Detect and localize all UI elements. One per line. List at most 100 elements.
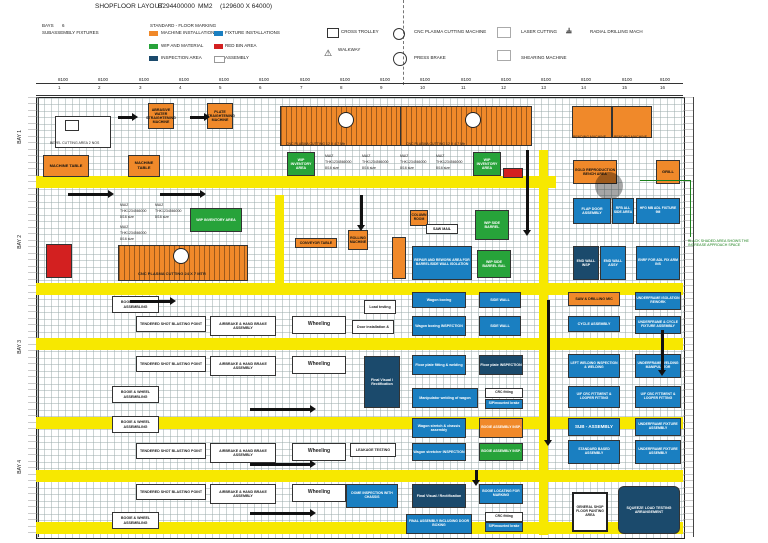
note-leader-line xyxy=(640,180,691,237)
sub-assembly[interactable]: SUB - ASSEMBLY xyxy=(568,418,620,436)
ruler-col: 2 xyxy=(98,85,101,90)
tendered-shot-blasting-1[interactable]: TENDERED SHOT BLASTING POINT xyxy=(136,316,206,332)
end-wall-insp[interactable]: END WALL INSP xyxy=(573,246,599,280)
bogie-assembly-insp-1[interactable]: BOGIE ASSEMBLY INSP. xyxy=(479,418,523,438)
machine-code: MAIZ xyxy=(155,203,164,207)
wheeling-1[interactable]: Wheeling xyxy=(292,316,346,334)
crc-fitting-2[interactable]: CRC fitting xyxy=(485,512,523,522)
ruler-col: 1 xyxy=(58,85,61,90)
load-test-label: Load testing xyxy=(369,304,391,309)
rfb2-label: HFG MB ADL FIXTURE 9M xyxy=(639,206,677,214)
floor-plate-inspection[interactable]: Floor plate INSPECTION xyxy=(479,355,523,375)
wip-inventory-3[interactable]: WIP INVENTORY AREA xyxy=(190,208,242,232)
bogie-wheel-3[interactable]: BOGIE & WHEEL ASSEMBLING xyxy=(112,416,159,433)
sip-mounted-brake[interactable]: SIP/mounted brake xyxy=(485,399,523,409)
final-assembly[interactable]: FINAL ASSEMBLY INCLUDING DOOR BOXING xyxy=(406,514,472,534)
airbrake3-label: AIRBRAKE & HAND BRAKE ASSEMBLY xyxy=(219,448,267,457)
saw-mail[interactable]: SAW MAIL xyxy=(426,224,458,234)
machine-code: THK1234566000 xyxy=(120,209,147,213)
red-bin-area-2[interactable] xyxy=(46,244,72,278)
wheeling1-label: Wheeling xyxy=(307,321,331,328)
flap-door-assembly[interactable]: FLAP DOOR ASSEMBLY xyxy=(573,198,611,224)
cnc-plasma-2[interactable] xyxy=(400,106,532,146)
repair-rework-area[interactable]: REPAIR AND REWORK AREA FOR BARREL/SIDE W… xyxy=(412,246,472,280)
end-wall3-label: ENRF FOR ADL FIX ARM INS xyxy=(638,258,678,266)
dome-inspection[interactable]: DOME INSPECTION WITH CHASSIS xyxy=(346,484,398,508)
red-bin-area-1[interactable] xyxy=(503,168,523,178)
floor-plate-fitting[interactable]: Floor plate fitting & welding xyxy=(412,355,466,375)
leakage-testing[interactable]: LEAKAGE TESTING xyxy=(350,443,396,457)
end-wall-assy[interactable]: END WALL ASSY xyxy=(600,246,626,280)
wheeling-4[interactable]: Wheeling xyxy=(292,484,346,502)
sip-mounted-brake-2[interactable]: SIP/mounted brake xyxy=(485,522,523,532)
saw-drilling[interactable]: SAW & DRILLING MIC xyxy=(568,292,620,306)
enrf-fixture[interactable]: ENRF FOR ADL FIX ARM INS xyxy=(636,246,680,280)
bogie-wheel-4[interactable]: BOGIE & WHEEL ASSEMBLING xyxy=(112,512,159,529)
wip-side-barrel-2[interactable]: WIP SIDE BARREL BAL xyxy=(477,250,511,278)
wip-inventory-1[interactable]: WIP INVENTORY AREA xyxy=(287,152,315,176)
wagon-stretcher-inspection[interactable]: Wagon stretcher INSPECTION xyxy=(412,443,466,461)
underframe-fixture-3[interactable]: UNDERFRAME FIXTURE ASSEMBLY xyxy=(635,440,681,464)
bogie3-label: BOGIE & WHEEL ASSEMBLING xyxy=(120,420,151,429)
ruler-col: 13 xyxy=(541,85,547,90)
gold-reproduction-bench[interactable]: GOLD REPRODUCTION BENCH AREA xyxy=(573,160,617,184)
bevel-cutting-area[interactable] xyxy=(55,116,111,148)
left-welding-inspection[interactable]: LEFT WELDING INSPECTION & WELDING xyxy=(568,354,620,378)
underframe2-label: UNDERFRAME & CYCLE FIXTURE ASSEMBLY xyxy=(638,320,678,328)
rolling-machine[interactable]: ROLLING MACHINE xyxy=(348,230,368,250)
wheeling-2[interactable]: Wheeling xyxy=(292,356,346,374)
machine-table-1[interactable]: MACHINE TABLE xyxy=(43,155,89,177)
column-label: COLUMN ROOM xyxy=(411,213,427,221)
underframe-fixture-2[interactable]: UNDERFRAME FIXTURE ASSEMBLY xyxy=(635,418,681,436)
plate-straightening-machine[interactable]: PLATE STRAIGHTENING MACHINE xyxy=(205,103,235,129)
bending-machine-1[interactable] xyxy=(572,106,612,138)
tendered-shot-blasting-4[interactable]: TENDERED SHOT BLASTING POINT xyxy=(136,484,206,500)
legend-swatch-white xyxy=(214,56,225,63)
wagon-stretch-assembly[interactable]: Wagon stretch & chassis assembly xyxy=(412,418,466,438)
wagon-boxing-inspection[interactable]: Wagon boxing INSPECTION xyxy=(412,316,466,336)
tendered-shot-blasting-3[interactable]: TENDERED SHOT BLASTING POINT xyxy=(136,443,206,459)
leftwelding-label: LEFT WELDING INSPECTION & WELDING xyxy=(570,361,618,369)
door-installation[interactable]: Door installation & xyxy=(352,320,394,334)
general-painting-area[interactable]: GENERAL SHOP FLOOR PANTING AREA xyxy=(572,492,608,532)
wip-side-barrel[interactable]: WIP SIDE BARREL xyxy=(475,210,509,240)
bogie-wheel-1[interactable]: BOGIE & WHEEL ASSEMBLING xyxy=(112,296,159,313)
bogie-wheel-2[interactable]: BOGIE & WHEEL ASSEMBLING xyxy=(112,386,159,403)
wheeling-3[interactable]: Wheeling xyxy=(292,443,346,461)
airbrake-assembly-4[interactable]: AIRBRAKE & HAND BRAKE ASSEMBLY xyxy=(210,484,276,504)
machine-table-2[interactable]: MACHINE TABLE xyxy=(128,155,160,177)
bogie-locating[interactable]: BOGIE LOCATING FOR MARKING xyxy=(479,484,523,504)
abrasive-label: ABRASIVE WATER STRAIGHTENING MACHINE xyxy=(146,107,176,125)
standard-assembly[interactable]: STANDARD BASED ASSEMBLY xyxy=(568,440,620,464)
side-wall-1[interactable]: SIDE WALL xyxy=(479,292,521,308)
column-room-2[interactable]: COLUMN ROOM xyxy=(410,210,428,226)
cycle-assembly[interactable]: CYCLE ASSEMBLY xyxy=(568,316,620,332)
leakage-label: LEAKAGE TESTING xyxy=(355,447,391,452)
underframe-cycle-fixture[interactable]: UNDERFRAME & CYCLE FIXTURE ASSEMBLY xyxy=(635,316,681,334)
side-wall-2[interactable]: SIDE WALL xyxy=(479,316,521,336)
airbrake-assembly-3[interactable]: AIRBRAKE & HAND BRAKE ASSEMBLY xyxy=(210,443,276,463)
crc-fitting[interactable]: CRC fitting xyxy=(485,388,523,398)
wip-inventory-2[interactable]: WIP INVENTORY AREA xyxy=(473,152,501,176)
squeeze-load-testing[interactable]: SQUEEZE LOAD TESTING ARRANGEMENT xyxy=(618,486,680,534)
airbrake-assembly-2[interactable]: AIRBRAKE & HAND BRAKE ASSEMBLY xyxy=(210,356,276,376)
final-visual-2[interactable]: Final Visual / Rectification xyxy=(412,484,466,508)
underframe-isolation[interactable]: UNDERFRAME ISOLATION REWORK xyxy=(635,292,681,310)
final-visual-1[interactable]: Final Visual / Rectification xyxy=(364,356,400,408)
hfg-fixture[interactable]: HFG MB ADL FIXTURE 9M xyxy=(636,198,680,224)
abrasive-straightening-machine[interactable]: ABRASIVE WATER STRAIGHTENING MACHINE xyxy=(146,103,176,129)
column-room[interactable] xyxy=(392,237,406,279)
uf-cbc-fittment[interactable]: U/F CBC FITTMENT & LOOPER FITTING xyxy=(635,386,681,408)
tendered-shot-blasting-2[interactable]: TENDERED SHOT BLASTING POINT xyxy=(136,356,206,372)
machine-code: MAIZ xyxy=(120,225,129,229)
bending-machine-2[interactable] xyxy=(612,106,652,138)
uf-crc-fittment[interactable]: U/F CRC FITTMENT & LOOPER FITTING xyxy=(568,386,620,408)
wagon-boxing[interactable]: Wagon boxing xyxy=(412,292,466,308)
manipulator-welding[interactable]: Manipulator welding of wagon xyxy=(412,388,478,408)
rfb-side-area[interactable]: RFB ALL SIDE AREA xyxy=(612,198,634,224)
airbrake-assembly-1[interactable]: AIRBRAKE & HAND BRAKE ASSEMBLY xyxy=(210,316,276,336)
conveyor-table[interactable]: CONVEYOR TABLE xyxy=(295,238,337,248)
bogie-assembly-insp-2[interactable]: BOGIE ASSEMBLY INSP. xyxy=(479,443,523,461)
press-brake-icon xyxy=(393,52,407,66)
load-testing[interactable]: Load testing xyxy=(364,300,396,314)
